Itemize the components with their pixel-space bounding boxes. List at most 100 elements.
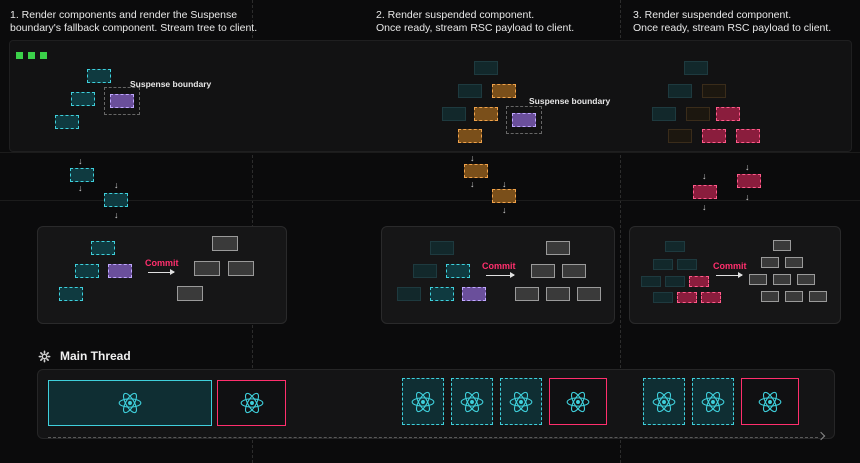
fallback-component bbox=[110, 94, 134, 108]
committed-node bbox=[515, 287, 539, 301]
committed-node bbox=[577, 287, 601, 301]
down-arrow-icon: ↓ bbox=[470, 153, 475, 163]
client-component bbox=[653, 292, 673, 303]
react-icon bbox=[509, 391, 533, 412]
task-block bbox=[48, 380, 212, 426]
down-arrow-icon: ↓ bbox=[702, 202, 707, 212]
commit-arrow-icon bbox=[486, 272, 515, 278]
down-arrow-icon: ↓ bbox=[470, 179, 475, 189]
client-component bbox=[59, 287, 83, 301]
fallback-component bbox=[512, 113, 536, 127]
server-component bbox=[87, 69, 111, 83]
step-3-caption: 3. Render suspended component. Once read… bbox=[633, 9, 832, 34]
client-component bbox=[665, 241, 685, 252]
task-block bbox=[549, 378, 607, 425]
streamed-component bbox=[693, 185, 717, 199]
client-component bbox=[75, 264, 99, 278]
rendered-component bbox=[702, 84, 726, 98]
server-client-divider bbox=[0, 152, 860, 153]
suspended-component bbox=[474, 107, 498, 121]
committed-node bbox=[785, 257, 803, 268]
suspense-boundary-frame bbox=[506, 106, 542, 134]
suspended-component bbox=[458, 129, 482, 143]
rendered-component bbox=[458, 84, 482, 98]
committed-node bbox=[177, 286, 203, 301]
committed-node bbox=[194, 261, 220, 276]
client-component bbox=[677, 292, 697, 303]
down-arrow-icon: ↓ bbox=[745, 162, 750, 172]
client-component bbox=[397, 287, 421, 301]
client-component bbox=[689, 276, 709, 287]
rendered-component bbox=[684, 61, 708, 75]
rendered-component bbox=[668, 129, 692, 143]
streamed-component bbox=[464, 164, 488, 178]
server-component bbox=[71, 92, 95, 106]
server-component bbox=[55, 115, 79, 129]
rendered-component bbox=[652, 107, 676, 121]
commit-label: Commit bbox=[145, 258, 179, 268]
react-icon bbox=[411, 391, 435, 412]
client-component bbox=[677, 259, 697, 270]
committed-node bbox=[562, 264, 586, 278]
timeline-line bbox=[48, 437, 818, 438]
client-component bbox=[701, 292, 721, 303]
stream-divider bbox=[0, 200, 860, 201]
client-component bbox=[430, 241, 454, 255]
committed-node bbox=[773, 240, 791, 251]
suspense-boundary-label: Suspense boundary bbox=[529, 96, 611, 106]
step-divider-2 bbox=[620, 0, 621, 463]
react-icon bbox=[118, 392, 142, 414]
client-component bbox=[641, 276, 661, 287]
down-arrow-icon: ↓ bbox=[745, 192, 750, 202]
down-arrow-icon: ↓ bbox=[502, 205, 507, 215]
client-component bbox=[413, 264, 437, 278]
step-1-caption: 1. Render components and render the Susp… bbox=[10, 9, 258, 34]
streamed-component bbox=[104, 193, 128, 207]
committed-node bbox=[809, 291, 827, 302]
down-arrow-icon: ↓ bbox=[78, 156, 83, 166]
committed-node bbox=[797, 274, 815, 285]
committed-node bbox=[773, 274, 791, 285]
react-icon bbox=[701, 391, 725, 412]
client-fallback-component bbox=[108, 264, 132, 278]
suspended-component bbox=[702, 129, 726, 143]
client-component bbox=[665, 276, 685, 287]
commit-arrow-icon bbox=[148, 269, 175, 275]
commit-arrow-icon bbox=[716, 272, 743, 278]
react-icon bbox=[240, 392, 263, 414]
main-thread-title: Main Thread bbox=[60, 349, 131, 363]
task-block bbox=[741, 378, 799, 425]
commit-label: Commit bbox=[713, 261, 747, 271]
task-block bbox=[217, 380, 286, 426]
committed-node bbox=[761, 257, 779, 268]
client-component bbox=[446, 264, 470, 278]
task-block bbox=[692, 378, 734, 425]
suspended-component bbox=[716, 107, 740, 121]
committed-node bbox=[228, 261, 254, 276]
down-arrow-icon: ↓ bbox=[114, 210, 119, 220]
committed-node bbox=[531, 264, 555, 278]
react-icon bbox=[758, 391, 782, 412]
task-block bbox=[643, 378, 685, 425]
task-block bbox=[500, 378, 542, 425]
rendered-component bbox=[668, 84, 692, 98]
rendered-component bbox=[474, 61, 498, 75]
suspended-component bbox=[736, 129, 760, 143]
committed-node bbox=[761, 291, 779, 302]
committed-node bbox=[546, 241, 570, 255]
down-arrow-icon: ↓ bbox=[502, 179, 507, 189]
client-component bbox=[653, 259, 673, 270]
task-block bbox=[402, 378, 444, 425]
client-component bbox=[91, 241, 115, 255]
client-fallback-component bbox=[462, 287, 486, 301]
streamed-component bbox=[737, 174, 761, 188]
react-icon bbox=[652, 391, 676, 412]
streamed-component bbox=[492, 189, 516, 203]
down-arrow-icon: ↓ bbox=[78, 183, 83, 193]
down-arrow-icon: ↓ bbox=[114, 180, 119, 190]
committed-node bbox=[749, 274, 767, 285]
rendered-component bbox=[686, 107, 710, 121]
suspense-boundary-frame bbox=[104, 87, 140, 115]
suspense-boundary-label: Suspense boundary bbox=[130, 79, 212, 89]
down-arrow-icon: ↓ bbox=[702, 171, 707, 181]
